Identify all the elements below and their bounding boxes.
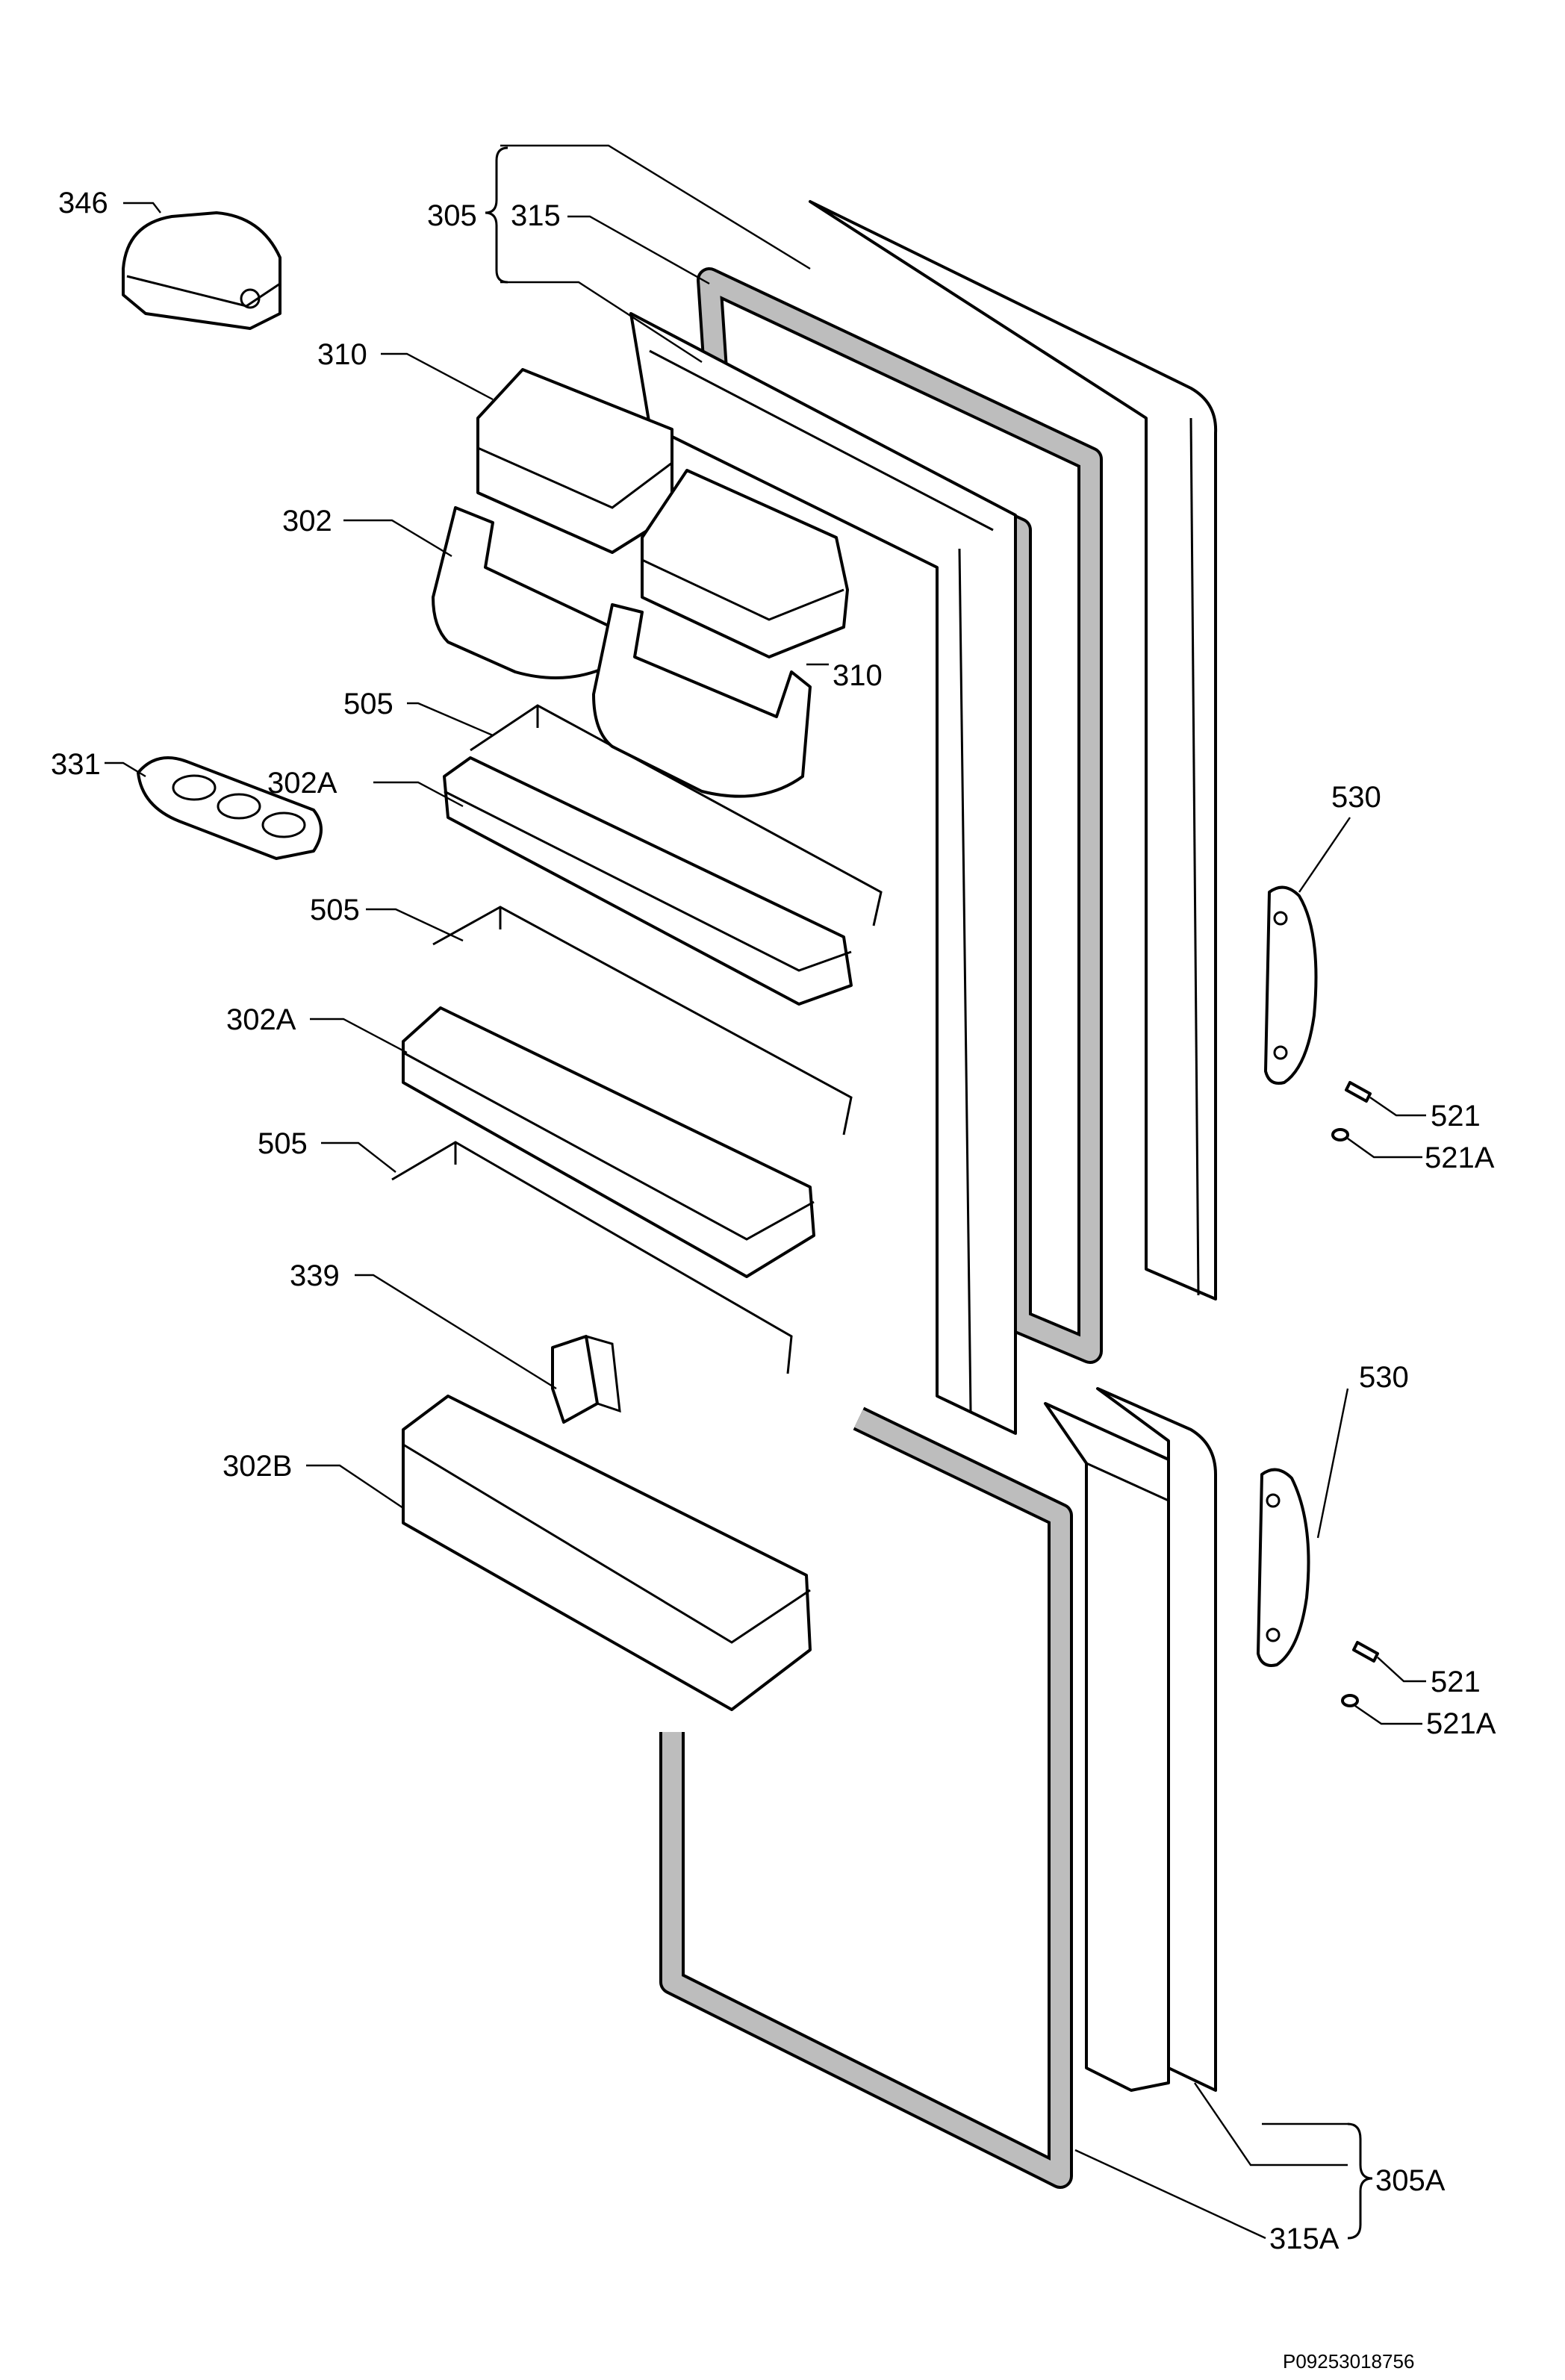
- bottle-holder-302-right: [592, 603, 812, 798]
- label-521A-lower: 521A: [1426, 1707, 1496, 1740]
- label-310-right: 310: [833, 659, 883, 692]
- upper-door-panel: [809, 200, 1218, 1300]
- label-521A-upper: 521A: [1425, 1141, 1495, 1174]
- brace-305A: [1347, 2122, 1373, 2240]
- leader-lines: [105, 144, 1426, 2240]
- door-shelf-302A-top: [443, 756, 853, 1006]
- brace-305: [485, 146, 508, 284]
- wire-retainer-505-mid: [432, 906, 853, 1136]
- label-305: 305: [427, 199, 477, 232]
- door-shelf-302B: [402, 1395, 812, 1711]
- egg-tray-331: [137, 756, 323, 860]
- label-315A: 315A: [1269, 2222, 1340, 2255]
- screw-521-lower: [1352, 1641, 1379, 1663]
- label-505-bottom: 505: [258, 1127, 308, 1160]
- label-302A-middle: 302A: [226, 1003, 296, 1036]
- door-handle-530-lower: [1257, 1468, 1310, 1667]
- washer-521A-upper: [1331, 1128, 1349, 1141]
- label-305A: 305A: [1375, 2164, 1446, 2197]
- label-315: 315: [511, 199, 561, 232]
- lower-door-panel: [1096, 1387, 1217, 2092]
- label-331: 331: [51, 748, 101, 781]
- screw-521-upper: [1345, 1081, 1372, 1103]
- cover-339: [551, 1335, 621, 1424]
- drawing-code: P09253018756: [1283, 2350, 1414, 2373]
- label-505-top: 505: [343, 688, 393, 720]
- butter-dish-346: [122, 211, 281, 330]
- label-505-mid: 505: [310, 894, 360, 926]
- label-521-lower: 521: [1431, 1666, 1481, 1698]
- wire-retainer-505-bottom: [391, 1141, 793, 1374]
- label-339: 339: [290, 1259, 340, 1292]
- wire-retainer-505-top: [470, 704, 883, 926]
- label-302A-top: 302A: [267, 767, 337, 800]
- label-302B: 302B: [223, 1450, 292, 1483]
- label-310-top: 310: [317, 338, 367, 371]
- lower-door-gasket-315A: [659, 1406, 1073, 2189]
- label-530-lower: 530: [1359, 1361, 1409, 1394]
- door-shelf-302A-middle: [402, 1006, 815, 1278]
- label-302: 302: [282, 505, 332, 538]
- lower-door-liner-305A: [1044, 1402, 1170, 2092]
- washer-521A-lower: [1341, 1694, 1359, 1707]
- dairy-box-310-left: [476, 368, 673, 554]
- label-530-upper: 530: [1331, 781, 1381, 814]
- label-521-upper: 521: [1431, 1100, 1481, 1133]
- label-346: 346: [58, 187, 108, 219]
- door-handle-530-upper: [1264, 885, 1318, 1085]
- dairy-box-310-right: [641, 469, 849, 658]
